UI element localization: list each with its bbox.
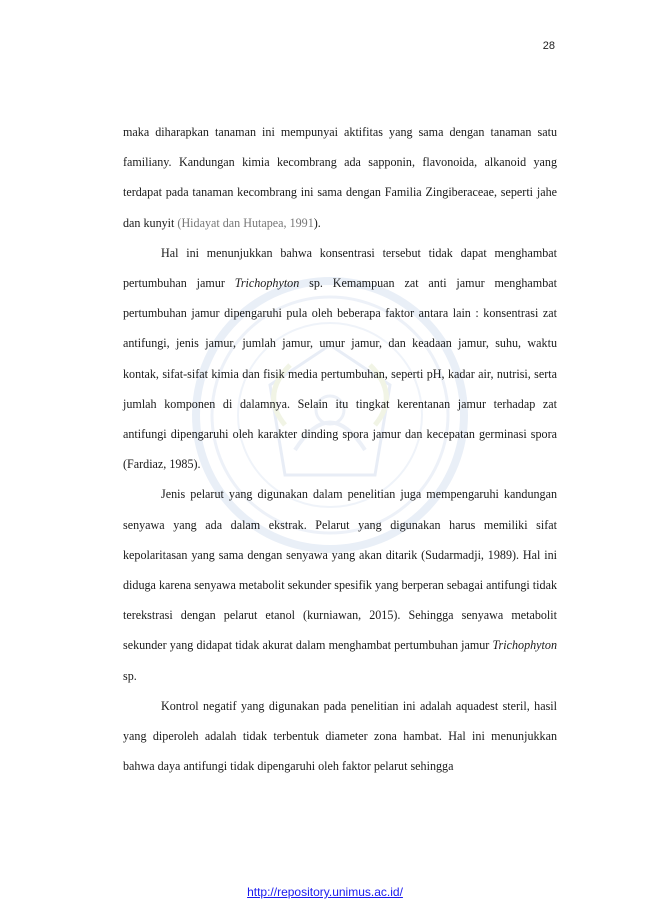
repository-link[interactable]: http://repository.unimus.ac.id/	[247, 885, 403, 899]
body-text: maka diharapkan tanaman ini mempunyai ak…	[123, 117, 557, 781]
species-name: Trichophyton	[492, 638, 557, 653]
paragraph-2: Hal ini menunjukkan bahwa konsentrasi te…	[123, 245, 557, 472]
footer: http://repository.unimus.ac.id/	[0, 885, 650, 899]
paragraph-1: maka diharapkan tanaman ini mempunyai ak…	[123, 125, 557, 230]
paragraph-4: Kontrol negatif yang digunakan pada pene…	[123, 698, 557, 774]
citation: (Hidayat dan Hutapea, 1991	[177, 215, 314, 230]
species-name: Trichophyton	[234, 276, 300, 291]
page-number: 28	[542, 40, 555, 52]
paragraph-3: Jenis pelarut yang digunakan dalam penel…	[123, 487, 557, 683]
university-seal-watermark	[192, 277, 468, 553]
